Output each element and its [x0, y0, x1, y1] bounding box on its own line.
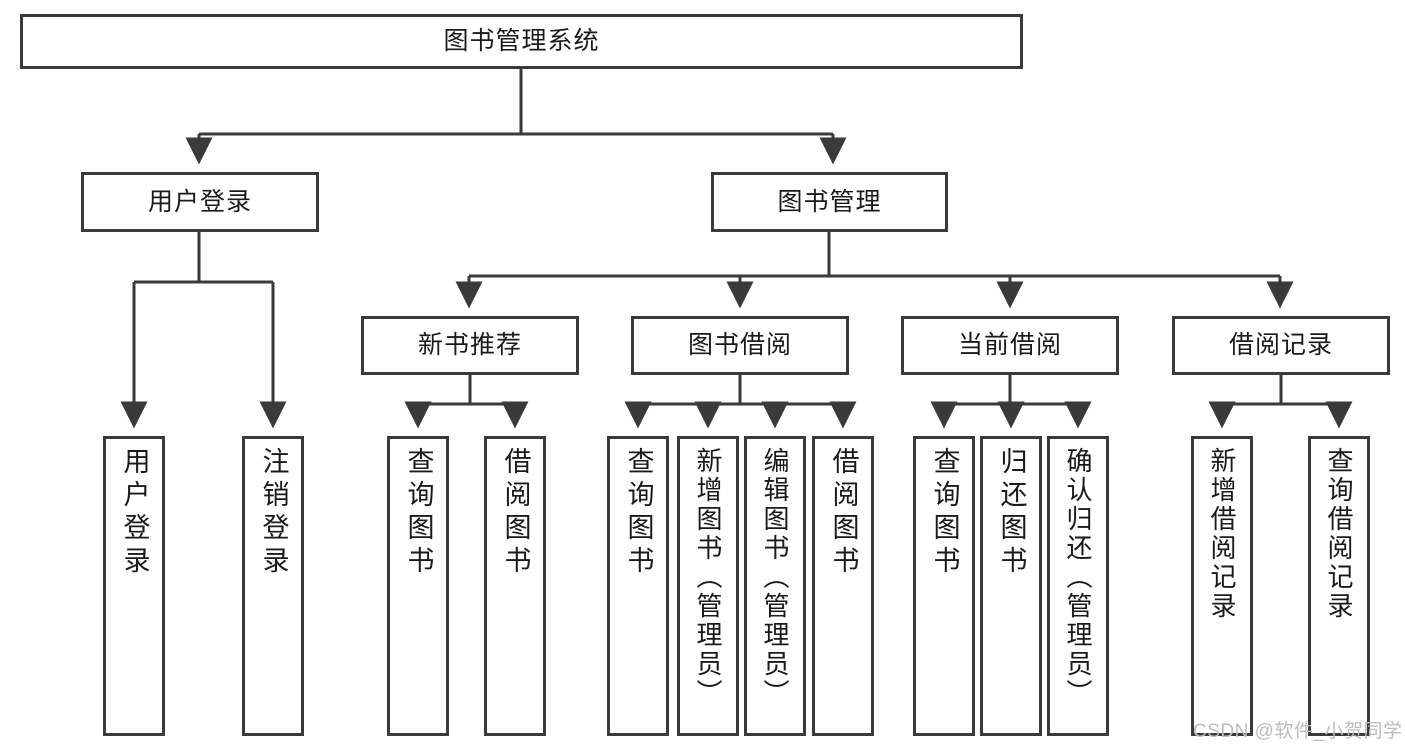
node-book-borrow-label: 图书借阅 — [687, 331, 792, 360]
node-new-book-rec-label: 新书推荐 — [417, 331, 522, 360]
node-leaf-query-record[interactable]: 查询借阅记录 — [1308, 436, 1370, 736]
node-leaf-add-book-label: 新增图书（管理员） — [693, 447, 723, 708]
node-leaf-query-book-2-label: 查询图书 — [623, 447, 654, 579]
node-leaf-edit-book-label: 编辑图书（管理员） — [760, 447, 790, 708]
node-book-manage[interactable]: 图书管理 — [711, 172, 948, 232]
node-borrow-record[interactable]: 借阅记录 — [1172, 316, 1390, 375]
node-leaf-borrow-book-2-label: 借阅图书 — [828, 447, 859, 579]
node-leaf-query-book-2[interactable]: 查询图书 — [607, 436, 669, 736]
node-leaf-query-book-3[interactable]: 查询图书 — [913, 436, 975, 736]
node-user-login[interactable]: 用户登录 — [81, 172, 319, 232]
node-leaf-user-logout[interactable]: 注销登录 — [242, 436, 304, 736]
node-leaf-borrow-book-1[interactable]: 借阅图书 — [484, 436, 546, 736]
node-leaf-borrow-book-1-label: 借阅图书 — [500, 447, 531, 579]
node-leaf-query-record-label: 查询借阅记录 — [1324, 447, 1354, 621]
node-current-borrow-label: 当前借阅 — [957, 331, 1062, 360]
node-leaf-confirm-return-label: 确认归还（管理员） — [1063, 447, 1093, 708]
node-leaf-return-book-label: 归还图书 — [996, 447, 1027, 579]
node-leaf-add-record-label: 新增借阅记录 — [1207, 447, 1237, 621]
node-leaf-query-book-1[interactable]: 查询图书 — [387, 436, 449, 736]
node-leaf-query-book-3-label: 查询图书 — [929, 447, 960, 579]
node-root[interactable]: 图书管理系统 — [20, 14, 1023, 69]
node-leaf-add-book[interactable]: 新增图书（管理员） — [677, 436, 739, 736]
node-leaf-user-logout-label: 注销登录 — [258, 447, 289, 579]
node-leaf-return-book[interactable]: 归还图书 — [980, 436, 1042, 736]
node-user-login-label: 用户登录 — [147, 187, 252, 216]
node-root-label: 图书管理系统 — [443, 27, 600, 56]
node-book-borrow[interactable]: 图书借阅 — [631, 316, 849, 375]
node-leaf-add-record[interactable]: 新增借阅记录 — [1191, 436, 1253, 736]
node-leaf-borrow-book-2[interactable]: 借阅图书 — [812, 436, 874, 736]
node-book-manage-label: 图书管理 — [777, 187, 882, 216]
node-borrow-record-label: 借阅记录 — [1228, 331, 1333, 360]
node-leaf-user-login-label: 用户登录 — [119, 447, 150, 579]
node-current-borrow[interactable]: 当前借阅 — [901, 316, 1119, 375]
watermark-text: CSDN @软件_小贺同学 — [1193, 721, 1403, 742]
node-leaf-edit-book[interactable]: 编辑图书（管理员） — [744, 436, 806, 736]
node-new-book-rec[interactable]: 新书推荐 — [361, 316, 579, 375]
node-leaf-query-book-1-label: 查询图书 — [403, 447, 434, 579]
node-leaf-user-login[interactable]: 用户登录 — [103, 436, 165, 736]
node-leaf-confirm-return[interactable]: 确认归还（管理员） — [1047, 436, 1109, 736]
